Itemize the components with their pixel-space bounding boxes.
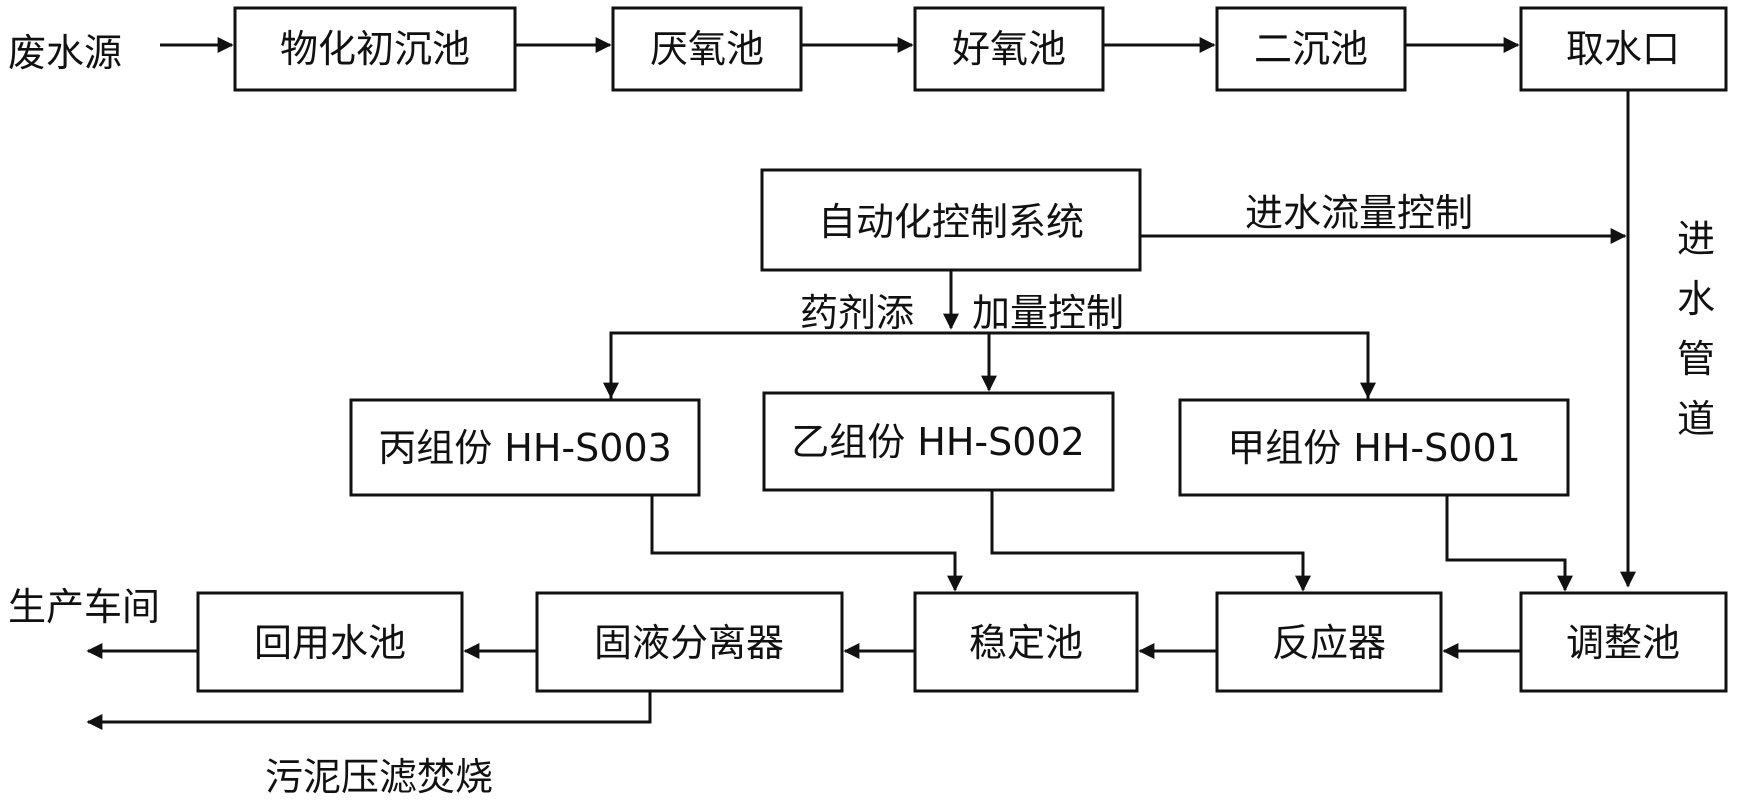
separator-box [535,591,844,693]
water-intake-box [1519,6,1728,92]
aerobic-tank-label: 好氧池 [952,27,1066,71]
arrow-sludge-out [86,691,652,730]
reactor-box [1215,591,1443,693]
automation-control-system-label: 自动化控制系统 [818,200,1084,244]
secondary-clarifier-label: 二沉池 [1254,27,1368,71]
primary-clarifier-label: 物化初沉池 [280,27,470,71]
feed-component-a-to-adjust-tank [1445,495,1573,592]
component-b-box [762,391,1115,492]
production-workshop-label: 生产车间 [8,585,160,629]
wastewater-source-label: 废水源 [8,31,122,75]
sludge-disposal-label: 污泥压滤焚烧 [265,755,493,799]
component-a-label: 甲组份 HH-S001 [1227,426,1521,470]
pipe-char-4: 道 [1677,397,1715,441]
reuse-tank-label: 回用水池 [254,621,406,665]
component-a-box [1178,398,1570,497]
feed-component-c-to-stable-tank [650,495,963,592]
secondary-clarifier-box [1215,6,1407,92]
automation-control-system-box [760,168,1142,272]
reactor-label: 反应器 [1272,621,1386,665]
anaerobic-tank-label: 厌氧池 [650,27,764,71]
stable-tank-label: 稳定池 [969,621,1083,665]
adjust-tank-label: 调整池 [1566,621,1680,665]
primary-clarifier-box [233,6,517,92]
component-c-box [349,398,701,497]
dosing-control-label-left: 药剂添 [800,291,914,335]
component-c-label: 丙组份 HH-S003 [378,426,672,470]
pipe-char-2: 水 [1677,277,1715,321]
reuse-tank-box [196,591,464,693]
separator-label: 固液分离器 [594,621,784,665]
feed-component-b-to-reactor [990,490,1311,592]
pipe-char-1: 进 [1677,217,1715,261]
stable-tank-box [913,591,1139,693]
dosing-control-label-right: 加量控制 [972,291,1124,335]
component-b-label: 乙组份 HH-S002 [791,420,1085,464]
water-intake-label: 取水口 [1566,27,1680,71]
inflow-control-label: 进水流量控制 [1245,191,1473,235]
anaerobic-tank-box [611,6,803,92]
adjust-tank-box [1519,591,1728,693]
aerobic-tank-box [913,6,1105,92]
pipe-char-3: 管 [1677,337,1715,381]
